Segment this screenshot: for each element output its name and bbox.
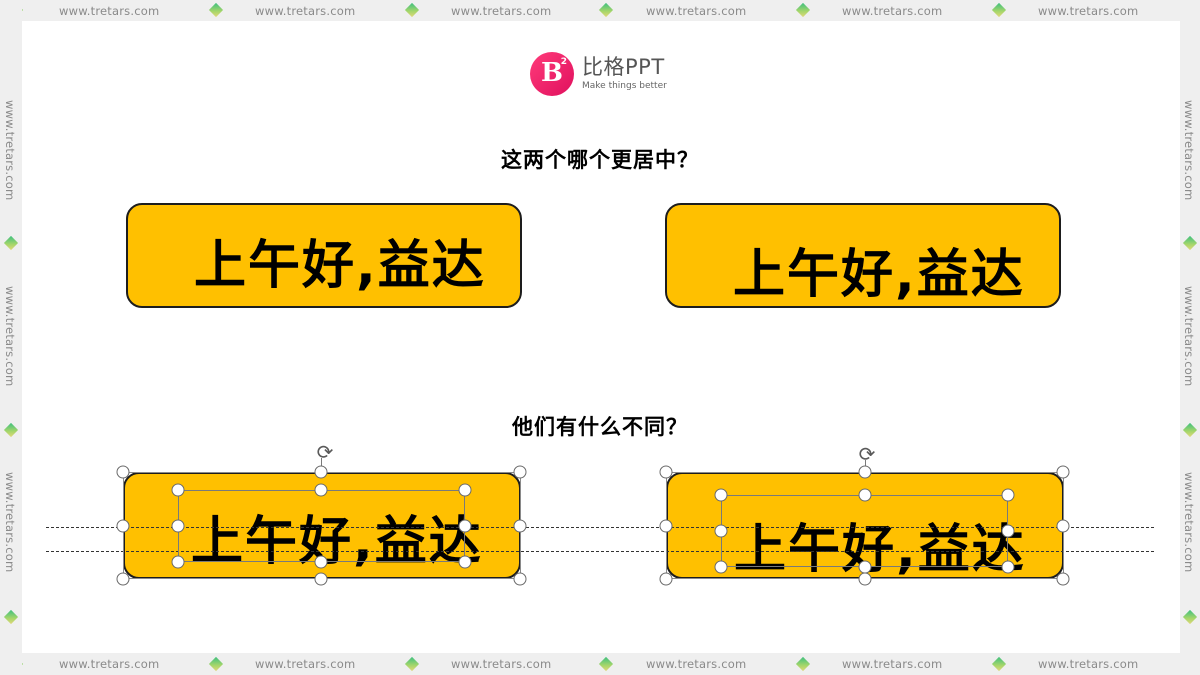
resize-handle[interactable] [513,572,527,586]
watermark-text: www.tretars.com [255,3,356,18]
box-label: 上午好,益达 [194,236,486,296]
logo-mark-icon: B 2 [530,52,574,96]
watermark-right-strip: www.tretars.com www.tretars.com www.tret… [1180,0,1200,675]
resize-handle[interactable] [171,555,185,569]
rotation-stem [321,458,322,472]
watermark-left-strip: www.tretars.com www.tretars.com www.tret… [0,0,22,675]
resize-handle[interactable] [1056,465,1070,479]
watermark-text: www.tretars.com [255,656,356,671]
watermark-text: www.tretars.com [3,472,17,573]
box-label: 上午好,益达 [734,520,1026,580]
resize-handle[interactable] [659,572,673,586]
resize-handle[interactable] [1056,519,1070,533]
watermark-text: www.tretars.com [1038,656,1139,671]
resize-handle[interactable] [116,465,130,479]
resize-handle[interactable] [513,519,527,533]
resize-handle[interactable] [714,524,728,538]
resize-handle[interactable] [458,519,472,533]
logo-mark-letter: B [541,58,563,88]
resize-handle[interactable] [858,465,872,479]
diamond-icon [1182,235,1198,251]
resize-handle[interactable] [1001,524,1015,538]
resize-handle[interactable] [314,572,328,586]
resize-handle[interactable] [314,555,328,569]
resize-handle[interactable] [1001,488,1015,502]
resize-handle[interactable] [1001,560,1015,574]
textbox-selection-frame [721,495,1008,567]
diamond-icon [404,656,420,672]
resize-handle[interactable] [116,519,130,533]
watermark-text: www.tretars.com [646,3,747,18]
diamond-icon [991,2,1007,18]
resize-handle[interactable] [513,465,527,479]
watermark-bottom-strip: www.tretars.com www.tretars.com www.tret… [0,653,1200,675]
diamond-icon [208,2,224,18]
logo-title: 比格PPT [582,55,665,79]
alignment-guide-line [46,551,1154,552]
diamond-icon [991,656,1007,672]
resize-handle[interactable] [171,519,185,533]
resize-handle[interactable] [458,555,472,569]
resize-handle[interactable] [858,488,872,502]
alignment-guide-line [46,527,1154,528]
watermark-text: www.tretars.com [1182,286,1196,387]
resize-handle[interactable] [314,483,328,497]
watermark-text: www.tretars.com [451,3,552,18]
rotate-handle-icon[interactable]: ⟳ [858,442,876,466]
question-heading-2: 他们有什么不同？ [512,415,688,439]
diamond-icon [208,656,224,672]
diamond-icon [3,609,19,625]
yellow-label-box-left: 上午好,益达 [126,203,522,308]
watermark-text: www.tretars.com [1182,472,1196,573]
diamond-icon [795,2,811,18]
watermark-text: www.tretars.com [59,656,160,671]
diamond-icon [1182,609,1198,625]
logo-mark-superscript: 2 [560,57,567,67]
watermark-text: www.tretars.com [1038,3,1139,18]
resize-handle[interactable] [659,519,673,533]
watermark-text: www.tretars.com [59,3,160,18]
box-label: 上午好,益达 [191,512,483,572]
watermark-text: www.tretars.com [646,656,747,671]
resize-handle[interactable] [858,560,872,574]
diamond-icon [795,656,811,672]
textbox-selection-frame [178,490,465,562]
resize-handle[interactable] [1056,572,1070,586]
resize-handle[interactable] [714,488,728,502]
rotate-handle-icon[interactable]: ⟳ [316,440,334,464]
resize-handle[interactable] [116,572,130,586]
diamond-icon [3,235,19,251]
watermark-top-strip: www.tretars.com www.tretars.com www.tret… [0,0,1200,21]
watermark-text: www.tretars.com [842,3,943,18]
diamond-icon [598,2,614,18]
brand-logo: B 2 比格PPT Make things better [530,52,667,96]
resize-handle[interactable] [458,483,472,497]
watermark-text: www.tretars.com [451,656,552,671]
diamond-icon [404,2,420,18]
resize-handle[interactable] [858,572,872,586]
resize-handle[interactable] [659,465,673,479]
watermark-text: www.tretars.com [842,656,943,671]
box-label: 上午好,益达 [733,245,1025,305]
watermark-text: www.tretars.com [3,286,17,387]
yellow-label-box-right: 上午好,益达 [665,203,1061,308]
question-heading-1: 这两个哪个更居中？ [501,148,699,172]
resize-handle[interactable] [714,560,728,574]
resize-handle[interactable] [171,483,185,497]
diamond-icon [598,656,614,672]
logo-subtitle: Make things better [582,81,667,91]
resize-handle[interactable] [314,465,328,479]
